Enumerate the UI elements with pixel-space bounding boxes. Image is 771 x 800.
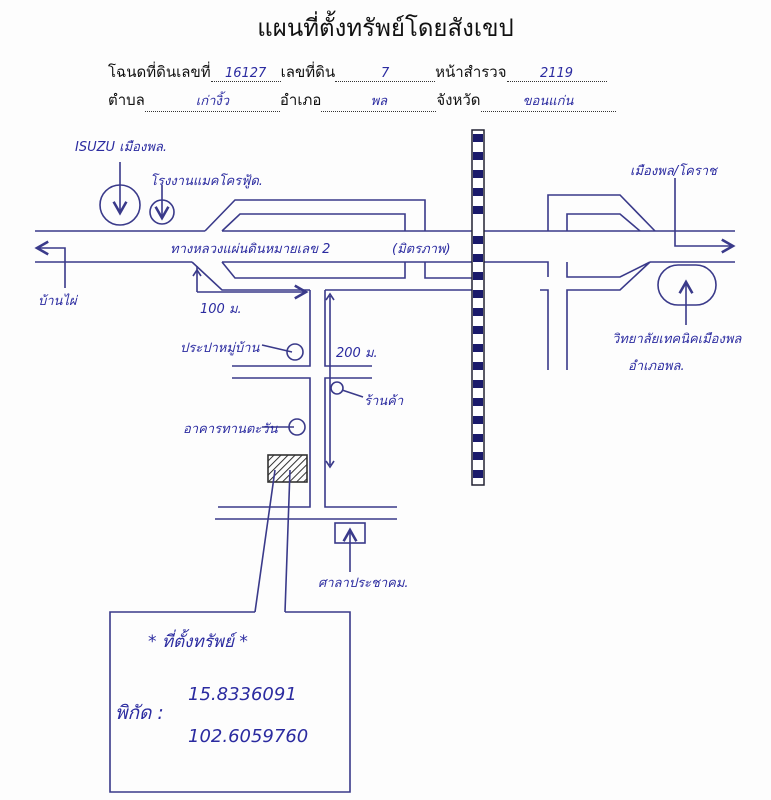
subdistrict-label: ตำบล [108,91,145,109]
land-no-label: เลขที่ดิน [280,63,336,81]
label-building: อาคารทานตะวัน [183,422,278,437]
arrow-to-banphai [34,240,66,288]
side-road [215,290,397,520]
college-marker [657,264,717,306]
label-highway-name: (มิตรภาพ) [392,242,451,257]
label-hall: ศาลาประชาคม. [318,576,409,591]
property-callout-leader [254,469,291,613]
document-title: แผนที่ตั้งทรัพย์โดยสังเขป [257,14,514,42]
district-label: อำเภอ [279,91,322,109]
coord-lat: 15.8336091 [188,684,297,705]
arrow-to-korat [674,178,736,254]
subdistrict-value: เก่างิ้ว [144,90,280,112]
form-row-2: ตำบลเก่างิ้วอำเภอพลจังหวัดขอนแก่น [108,88,616,112]
province-label: จังหวัด [436,91,481,109]
frontage-road-right [540,194,656,370]
label-shop: ร้านค้า [364,394,404,409]
frontage-road-left-top [204,199,426,232]
label-isuzu: ISUZU เมืองพล. [75,140,167,155]
railway [471,129,485,486]
land-no-value: 7 [335,66,436,82]
coord-label: พิกัด : [115,702,164,724]
label-water-supply: ประปาหมู่บ้าน [180,341,260,356]
deed-value: 16127 [210,66,281,82]
district-value: พล [321,90,437,112]
coord-lon: 102.6059760 [188,726,309,747]
frontage-road-left-bottom [191,261,472,291]
label-factory: โรงงานแมคโครฟู้ด. [150,174,263,189]
province-value: ขอนแก่น [480,90,616,112]
railway-ties [473,134,483,478]
shop-marker [330,381,344,395]
label-100m: 100 ม. [200,302,242,317]
label-college-line1: วิทยาลัยเทคนิคเมืองพล [612,332,742,347]
dimension-200m [325,292,335,469]
property-callout-box [109,611,351,793]
label-to-korat: เมืองพล/โคราช [630,164,717,179]
label-200m: 200 ม. [336,346,378,361]
dimension-100m [196,266,306,292]
label-college-line2: อำเภอพล. [628,359,685,374]
deed-label: โฉนดที่ดินเลขที่ [108,63,211,81]
survey-value: 2119 [506,66,607,82]
label-to-banphai: บ้านไผ่ [38,294,77,309]
water-supply-marker [286,343,304,361]
label-highway: ทางหลวงแผ่นดินหมายเลข 2 [170,242,331,257]
property-box-heading: * ที่ตั้งทรัพย์ * [148,632,248,652]
survey-label: หน้าสำรวจ [435,63,507,81]
